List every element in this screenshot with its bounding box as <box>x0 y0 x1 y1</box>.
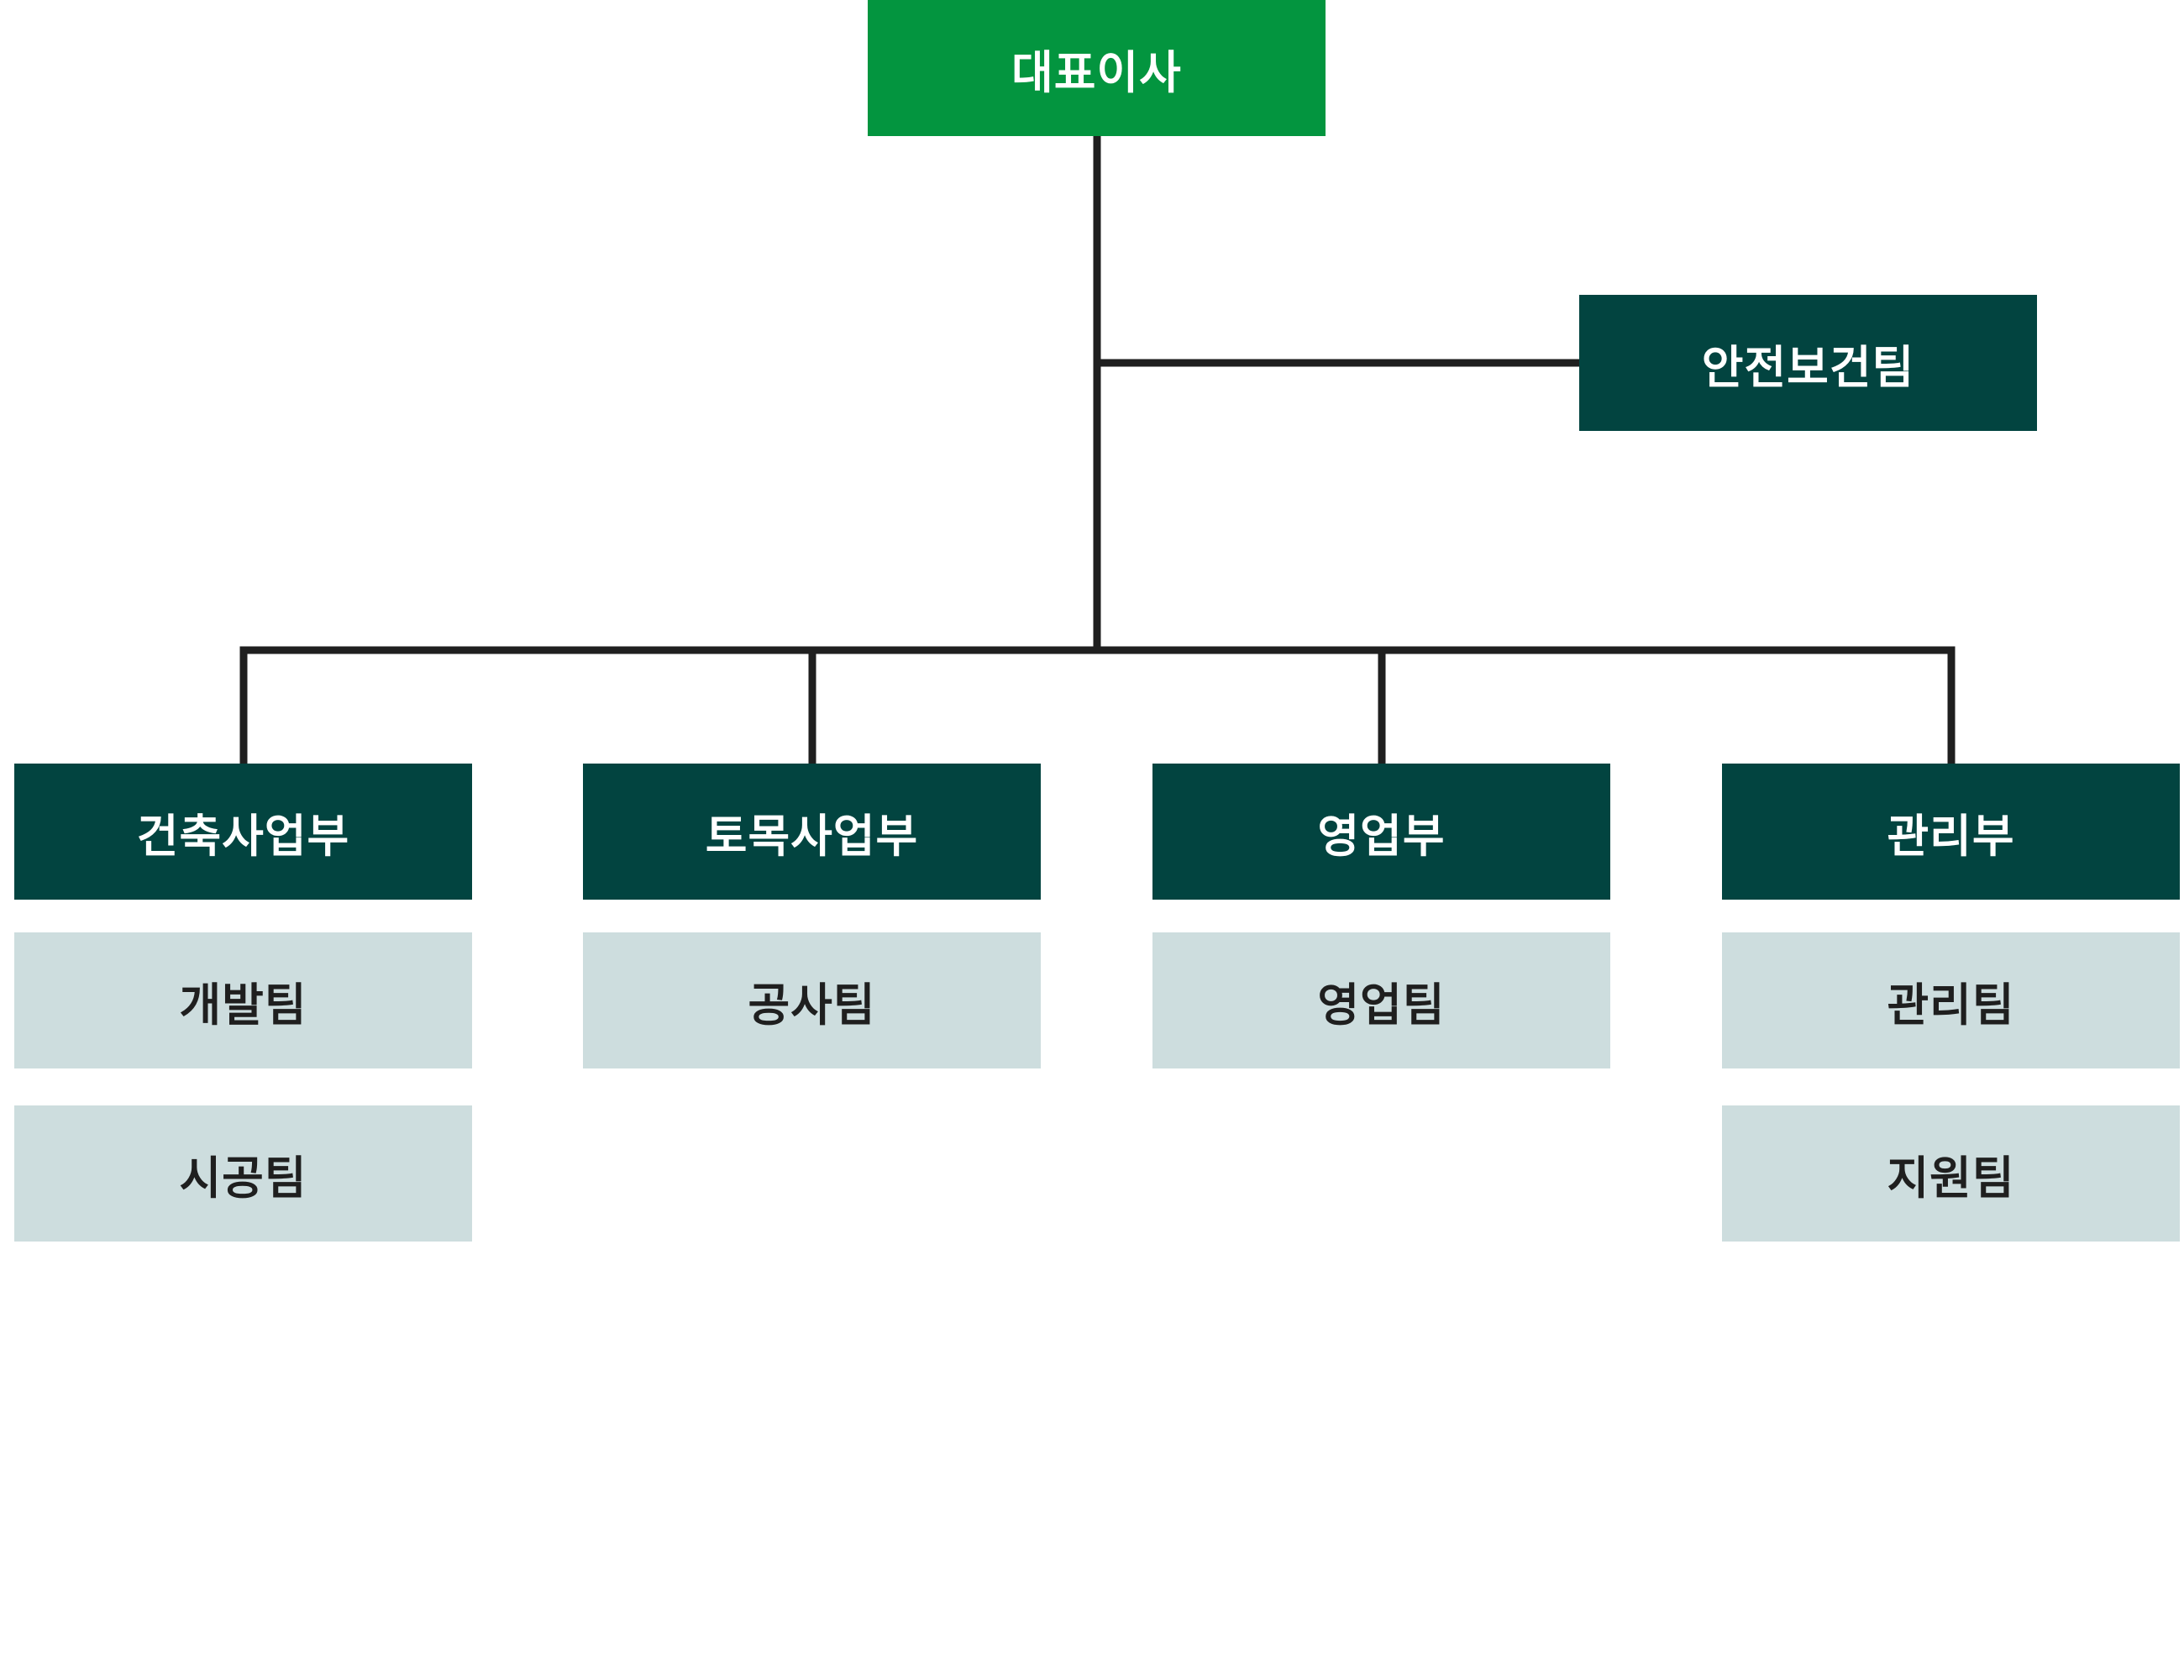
team-box: 지원팀 <box>1722 1105 2180 1242</box>
team-box: 시공팀 <box>14 1105 472 1242</box>
safety-team-label: 안전보건팀 <box>1701 340 1915 394</box>
ceo-label: 대표이사 <box>1011 45 1182 99</box>
team-box: 영업팀 <box>1152 932 1610 1068</box>
team-label: 시공팀 <box>179 1151 307 1205</box>
department-box-management: 관리부 <box>1722 764 2180 900</box>
team-label: 공사팀 <box>748 978 876 1032</box>
team-label: 영업팀 <box>1317 978 1446 1032</box>
department-label: 관리부 <box>1887 809 2015 863</box>
team-box: 개발팀 <box>14 932 472 1068</box>
team-box: 관리팀 <box>1722 932 2180 1068</box>
department-box-civil: 토목사업부 <box>583 764 1041 900</box>
department-label: 건축사업부 <box>136 809 350 863</box>
department-label: 토목사업부 <box>705 809 919 863</box>
team-label: 관리팀 <box>1887 978 2015 1032</box>
department-box-sales: 영업부 <box>1152 764 1610 900</box>
ceo-box: 대표이사 <box>868 0 1326 136</box>
team-label: 지원팀 <box>1887 1151 2015 1205</box>
team-box: 공사팀 <box>583 932 1041 1068</box>
department-box-architecture: 건축사업부 <box>14 764 472 900</box>
department-label: 영업부 <box>1317 809 1446 863</box>
team-label: 개발팀 <box>179 978 307 1032</box>
safety-team-box: 안전보건팀 <box>1579 295 2037 431</box>
